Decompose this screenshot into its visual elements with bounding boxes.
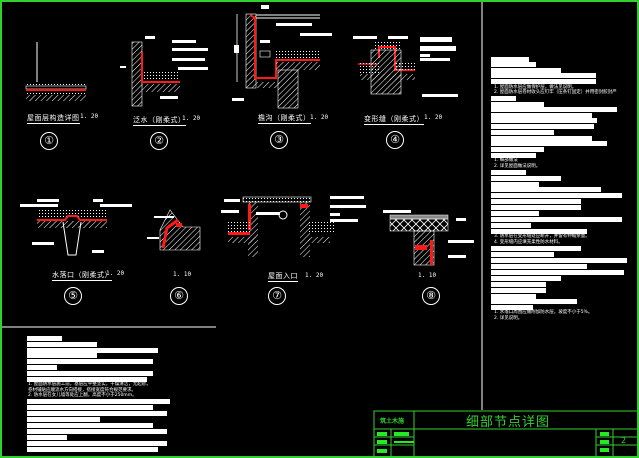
detail-3-caption: 檐沟（刚柔式） <box>258 114 311 124</box>
detail-8-drawing <box>383 210 474 266</box>
detail-6-number: ⑥ <box>170 287 188 305</box>
detail-5-scale: 1. 20 <box>106 270 125 277</box>
titleblock-field <box>377 440 387 444</box>
detail-4-number: ④ <box>386 131 404 149</box>
right-note-line: 3. 防水层在变形缝处应断开，并留有伸缩余量。 <box>494 234 590 239</box>
detail-7-scale: 1. 20 <box>305 272 324 279</box>
detail-1-number: ① <box>40 132 58 150</box>
company-label: 筑土木施 <box>380 418 405 425</box>
detail-3-scale: 1. 20 <box>310 114 329 121</box>
detail-5-caption: 水落口（刚柔式） <box>52 271 112 281</box>
detail-4-caption: 变形缝（刚柔式） <box>364 115 424 125</box>
detail-7-caption: 屋面入口 <box>268 272 298 282</box>
bottom-note-line: 2. 防水层在女儿墙等处应上翻，高度不小于250mm。 <box>28 393 137 398</box>
detail-1-scale: 1. 20 <box>80 113 99 120</box>
bottom-note-line: 卷材铺贴应顺流水方向搭接，搭接宽度符合规范要求。 <box>28 388 136 393</box>
detail-7-number: ⑦ <box>268 287 286 305</box>
detail-5-drawing <box>20 199 132 256</box>
titleblock-field <box>600 440 609 444</box>
right-note-line: 1. 屋面防水层应做保护层，做法见说明。 <box>494 85 577 90</box>
title-block <box>373 410 639 458</box>
detail-2-number: ② <box>150 132 168 150</box>
detail-6-drawing <box>147 209 201 251</box>
detail-3-number: ③ <box>270 131 288 149</box>
detail-1-drawing <box>25 42 87 101</box>
detail-4-drawing <box>353 36 458 97</box>
detail-3-drawing <box>232 5 332 109</box>
detail-5-number: ⑤ <box>64 287 82 305</box>
bottom-note-line: 1. 屋面防水层施工前，基层应平整坚实，干燥清洁，无起砂。 <box>28 382 151 387</box>
titleblock-field <box>600 448 609 452</box>
titleblock-field <box>377 449 387 453</box>
detail-1-caption: 屋面层构造详图 <box>27 114 80 124</box>
right-note-line: 1. 水落口周围应做附加防水层，坡度不小于5%。 <box>494 310 593 315</box>
titleblock-field <box>394 441 414 443</box>
right-note-line: 2. 详见说明。 <box>494 316 523 321</box>
right-note-line: 2. 屋面防水层卷材收头应钉牢（压条钉固定）并用密封胶封严 <box>494 90 617 95</box>
detail-2-scale: 1. 20 <box>182 115 201 122</box>
detail-6-scale: 1. 10 <box>173 271 192 278</box>
detail-2-caption: 泛水（刚柔式） <box>133 116 186 126</box>
titleblock-field <box>394 432 409 436</box>
titleblock-field <box>600 432 609 436</box>
detail-8-number: ⑧ <box>422 287 440 305</box>
detail-2-drawing <box>120 36 208 107</box>
page-number: 2 <box>621 436 627 445</box>
right-note-line: 2. 详见屋面做法说明。 <box>494 164 541 169</box>
titleblock-field <box>377 432 387 436</box>
detail-7-drawing <box>221 196 366 257</box>
detail-4-scale: 1. 20 <box>424 114 443 121</box>
right-note-line: 1. 细部做法 <box>494 158 518 163</box>
right-note-line: 4. 变形缝内应填充柔性防水材料。 <box>494 240 563 245</box>
detail-8-scale: 1. 10 <box>418 272 437 279</box>
drawing-title: 细部节点详图 <box>466 415 551 430</box>
